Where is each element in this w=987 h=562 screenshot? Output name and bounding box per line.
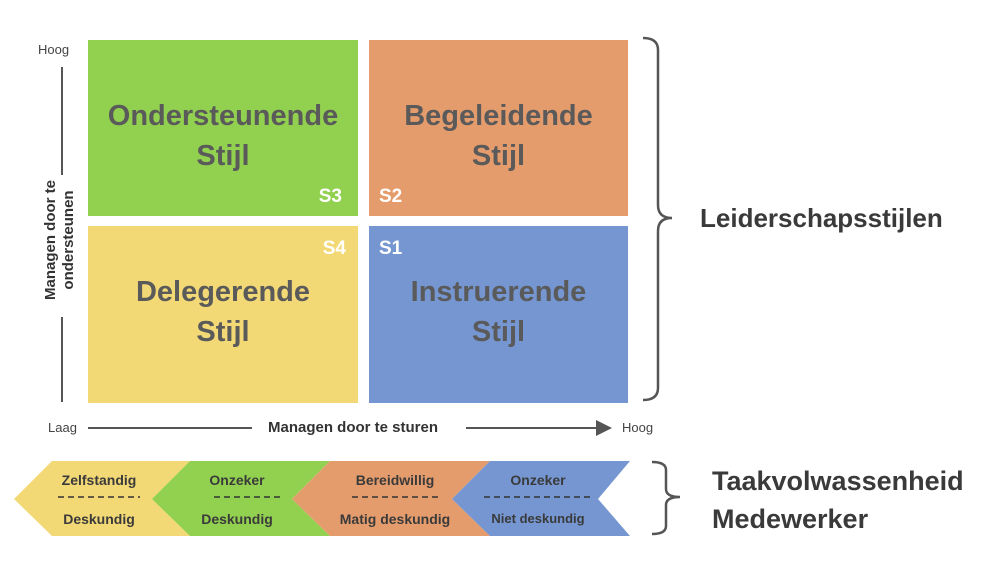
chevron-1-top: Zelfstandig <box>61 472 137 488</box>
quadrant-s2-title: Begeleidende Stijl <box>369 96 628 176</box>
chevron-4-top: Onzeker <box>510 472 566 488</box>
maturity-label: Taakvolwassenheid Medewerker <box>712 462 964 538</box>
chevron-2-bottom: Deskundig <box>201 511 273 527</box>
quadrant-s1-title: Instruerende Stijl <box>369 272 628 352</box>
maturity-bracket <box>651 460 681 536</box>
chevron-3-top: Bereidwillig <box>355 472 435 488</box>
x-axis-high: Hoog <box>622 420 654 435</box>
quadrant-s3-title-line1: Ondersteunende <box>107 100 339 132</box>
chevron-1-bottom: Deskundig <box>63 511 135 527</box>
maturity-label-line2: Medewerker <box>712 504 869 534</box>
quadrant-s1: Instruerende Stijl S1 <box>369 226 628 403</box>
quadrant-s4: Delegerende Stijl S4 <box>88 226 358 403</box>
quadrant-s3: Ondersteunende Stijl S3 <box>88 40 358 216</box>
y-axis-high: Hoog <box>38 42 70 57</box>
quadrant-s2: Begeleidende Stijl S2 <box>369 40 628 216</box>
chevron-2-top: Onzeker <box>209 472 265 488</box>
quadrant-s2-title-line2: Stijl <box>471 140 526 172</box>
x-axis-low: Laag <box>48 420 77 435</box>
quadrant-s4-title-line1: Delegerende <box>135 276 311 308</box>
quadrant-s4-title-line2: Stijl <box>196 316 250 348</box>
quadrant-s2-code: S2 <box>379 186 403 207</box>
leadership-styles-label: Leiderschapsstijlen <box>700 203 943 233</box>
chevron-3-bottom: Matig deskundig <box>339 511 451 527</box>
quadrant-s1-title-line2: Stijl <box>471 316 526 348</box>
quadrant-s4-code: S4 <box>322 238 346 259</box>
chevron-2 <box>152 461 330 536</box>
leadership-bracket <box>642 36 673 402</box>
quadrant-s3-title-line2: Stijl <box>196 140 250 172</box>
chevron-1 <box>14 461 190 536</box>
chevron-4-bottom: Niet deskundig <box>491 511 585 526</box>
quadrant-s1-title-line1: Instruerende <box>410 276 587 308</box>
quadrant-s1-code: S1 <box>379 238 403 259</box>
maturity-label-line1: Taakvolwassenheid <box>712 466 964 496</box>
quadrant-s3-code: S3 <box>318 186 342 207</box>
quadrant-s4-title: Delegerende Stijl <box>88 272 358 352</box>
chevron-3 <box>292 461 490 536</box>
chevron-4 <box>452 461 630 536</box>
quadrant-s2-title-line1: Begeleidende <box>404 100 593 132</box>
x-axis-label: Managen door te sturen <box>268 419 439 436</box>
quadrant-s3-title: Ondersteunende Stijl <box>88 96 358 176</box>
